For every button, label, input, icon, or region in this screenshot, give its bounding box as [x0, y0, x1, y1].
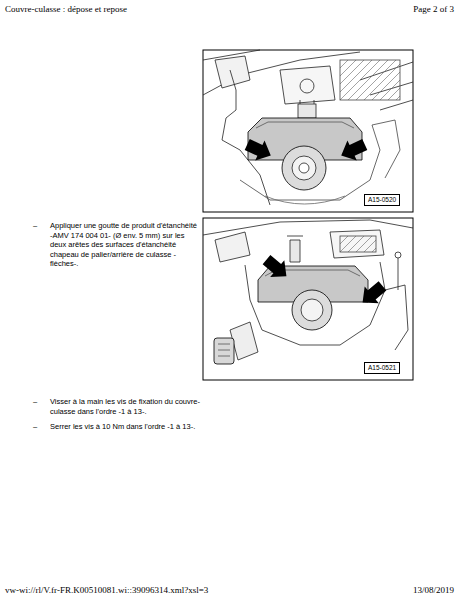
- bullet-dash: –: [33, 422, 37, 432]
- figure-code: A15-0520: [364, 194, 400, 206]
- page-number: Page 2 of 3: [413, 4, 454, 15]
- figure-2: [203, 218, 413, 380]
- page-header: Couvre-culasse : dépose et repose: [5, 4, 127, 15]
- footer-date: 13/08/2019: [413, 585, 454, 596]
- figure-code: A15-0521: [364, 362, 400, 374]
- figure-1: [203, 50, 413, 212]
- bullet-dash: –: [33, 397, 37, 407]
- instruction-text: Visser à la main les vis de fixation du …: [50, 397, 210, 416]
- instruction-text: Serrer les vis à 10 Nm dans l'ordre -1 à…: [50, 422, 210, 432]
- instruction-text: Appliquer une goutte de produit d'étanch…: [50, 221, 200, 269]
- footer-url: vw-wi://rl/V.fr-FR.K00510081.wi::3909631…: [5, 585, 208, 596]
- bullet-dash: –: [33, 221, 37, 231]
